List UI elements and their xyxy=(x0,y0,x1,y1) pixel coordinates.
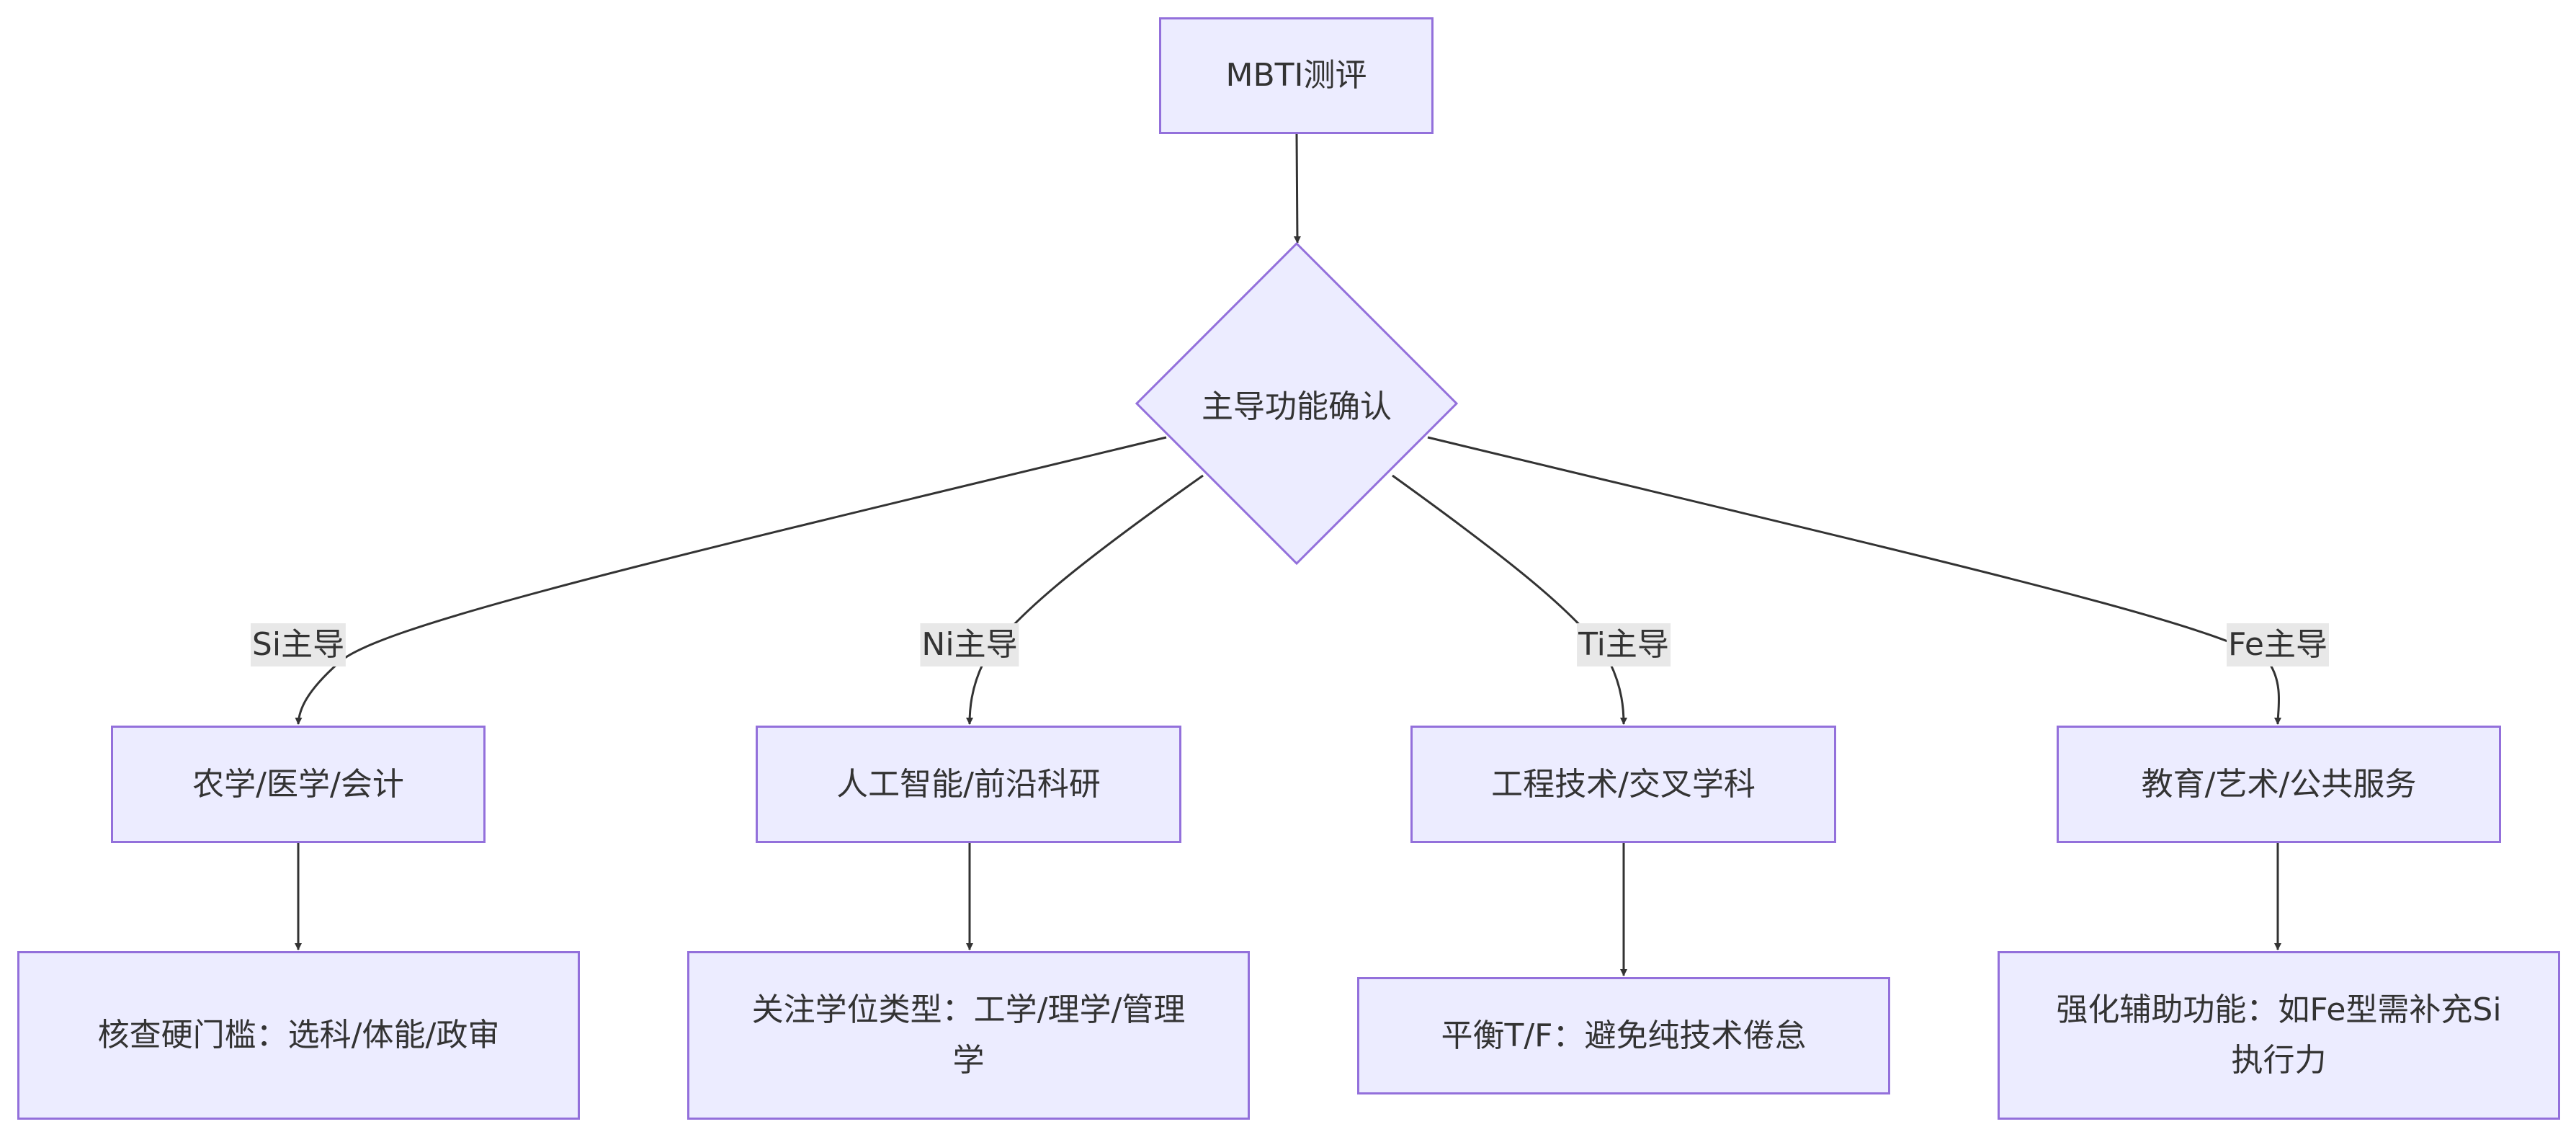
decision-diamond xyxy=(1135,241,1459,566)
edge-label-ti: Ti主导 xyxy=(1577,623,1671,666)
edge-label-si: Si主导 xyxy=(250,623,346,666)
advice-ni-node: 关注学位类型：工学/理学/管理学 xyxy=(687,951,1250,1120)
advice-ti-node: 平衡T/F：避免纯技术倦怠 xyxy=(1357,977,1890,1094)
advice-fe-label: 强化辅助功能：如Fe型需补充Si执行力 xyxy=(2056,991,2502,1079)
decision-node-label: 主导功能确认 xyxy=(1202,388,1392,425)
advice-ti-label: 平衡T/F：避免纯技术倦怠 xyxy=(1441,1017,1807,1054)
edge-label-fe: Fe主导 xyxy=(2227,623,2329,666)
start-node: MBTI测评 xyxy=(1159,17,1434,134)
branch-si-node: 农学/医学/会计 xyxy=(111,726,486,843)
branch-si-label: 农学/医学/会计 xyxy=(192,765,404,803)
advice-fe-node: 强化辅助功能：如Fe型需补充Si执行力 xyxy=(1998,951,2560,1120)
edge-decision-to-fe xyxy=(1427,436,2282,725)
edge-decision-to-si xyxy=(295,436,1167,725)
branch-ti-node: 工程技术/交叉学科 xyxy=(1410,726,1836,843)
branch-ni-node: 人工智能/前沿科研 xyxy=(756,726,1181,843)
advice-si-node: 核查硬门槛：选科/体能/政审 xyxy=(17,951,580,1120)
branch-ti-label: 工程技术/交叉学科 xyxy=(1491,765,1756,803)
branch-fe-node: 教育/艺术/公共服务 xyxy=(2057,726,2501,843)
advice-si-label: 核查硬门槛：选科/体能/政审 xyxy=(97,1017,500,1053)
start-node-label: MBTI测评 xyxy=(1225,57,1367,94)
branch-fe-label: 教育/艺术/公共服务 xyxy=(2141,765,2417,803)
branch-ni-label: 人工智能/前沿科研 xyxy=(836,765,1101,803)
advice-ni-label: 关注学位类型：工学/理学/管理学 xyxy=(751,991,1186,1079)
edge-label-ni: Ni主导 xyxy=(920,623,1019,666)
decision-node: 主导功能确认 xyxy=(1135,241,1459,566)
